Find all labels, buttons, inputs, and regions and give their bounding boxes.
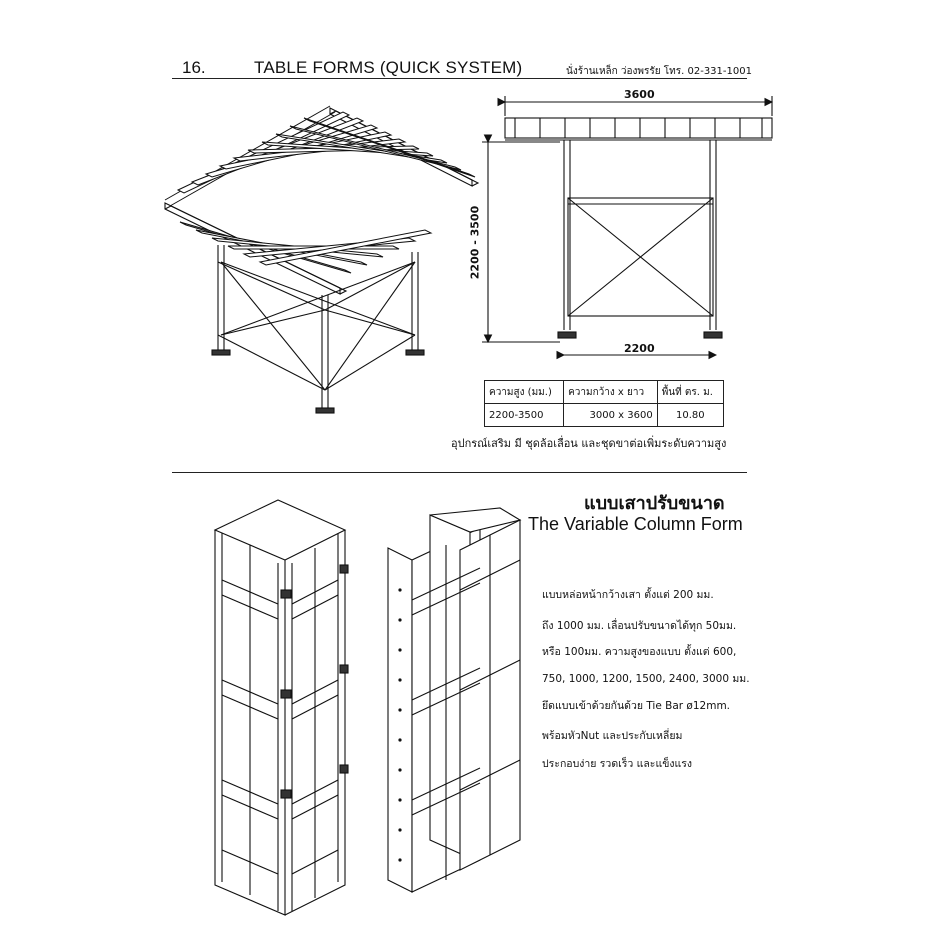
table-form-frame xyxy=(217,245,419,410)
column-desc-line-5: ยึดแบบเข้าด้วยกันด้วย Tie Bar ø12mm. xyxy=(542,700,731,712)
column-form-assembled xyxy=(213,499,349,916)
elevation-beam-notches xyxy=(514,118,763,138)
exploded-ribs xyxy=(411,535,521,880)
column-desc-line-7: ประกอบง่าย รวดเร็ว และแข็งแรง xyxy=(542,758,693,770)
contact-line: นั่งร้านเหล็ก ว่องพรรัย โทร. 02-331-1001 xyxy=(566,66,752,77)
table-form-joists xyxy=(164,105,476,274)
spec-table-header-row: ความสูง (มม.) ความกว้าง x ยาว พื้นที่ ตร… xyxy=(483,380,725,404)
spec-header-height: ความสูง (มม.) xyxy=(483,380,565,404)
spec-table: ความสูง (มม.) ความกว้าง x ยาว พื้นที่ ตร… xyxy=(483,380,725,427)
spec-table-row: 2200-3500 3000 x 3600 10.80 xyxy=(483,403,725,427)
spec-header-size: ความกว้าง x ยาว xyxy=(563,380,658,404)
dim-label-base-width: 2200 xyxy=(624,342,655,355)
spec-cell-size: 3000 x 3600 xyxy=(563,403,658,427)
table-form-isometric xyxy=(164,105,480,414)
dim-label-height: 2200 - 3500 xyxy=(468,205,482,280)
column-desc-line-4: 750, 1000, 1200, 1500, 2400, 3000 มม. xyxy=(542,673,750,685)
table-form-elevation xyxy=(482,96,774,360)
header-rule xyxy=(172,78,747,79)
column-desc-line-2: ถึง 1000 มม. เลื่อนปรับขนาดได้ทุก 50มม. xyxy=(542,620,737,632)
dim-label-top-width: 3600 xyxy=(624,88,655,101)
table-form-base-jacks xyxy=(211,349,425,414)
accessory-note: อุปกรณ์เสริม มี ชุดล้อเลื่อน และชุดขาต่อ… xyxy=(451,437,727,450)
section-divider xyxy=(172,472,747,473)
column-form-ribs xyxy=(221,545,339,898)
column-form-exploded xyxy=(387,507,522,893)
column-desc-line-6: พร้อมหัวNut และประกับเหลี่ยม xyxy=(542,730,683,742)
column-desc-line-3: หรือ 100มม. ความสูงของแบบ ตั้งแต่ 600, xyxy=(542,646,737,658)
page-title: TABLE FORMS (QUICK SYSTEM) xyxy=(254,58,523,77)
page-number: 16. xyxy=(182,58,206,77)
column-form-clamps xyxy=(280,564,349,799)
exploded-bolt-holes xyxy=(398,588,402,862)
column-form-title-th: แบบเสาปรับขนาด xyxy=(584,493,725,514)
column-desc-line-1: แบบหล่อหน้ากว้างเสา ตั้งแต่ 200 มม. xyxy=(542,589,714,601)
spec-cell-height: 2200-3500 xyxy=(483,403,565,427)
elevation-top-beam xyxy=(504,117,773,139)
spec-header-area: พื้นที่ ตร. ม. xyxy=(656,380,725,404)
column-form-title-en: The Variable Column Form xyxy=(528,514,743,534)
spec-cell-area: 10.80 xyxy=(656,403,725,427)
